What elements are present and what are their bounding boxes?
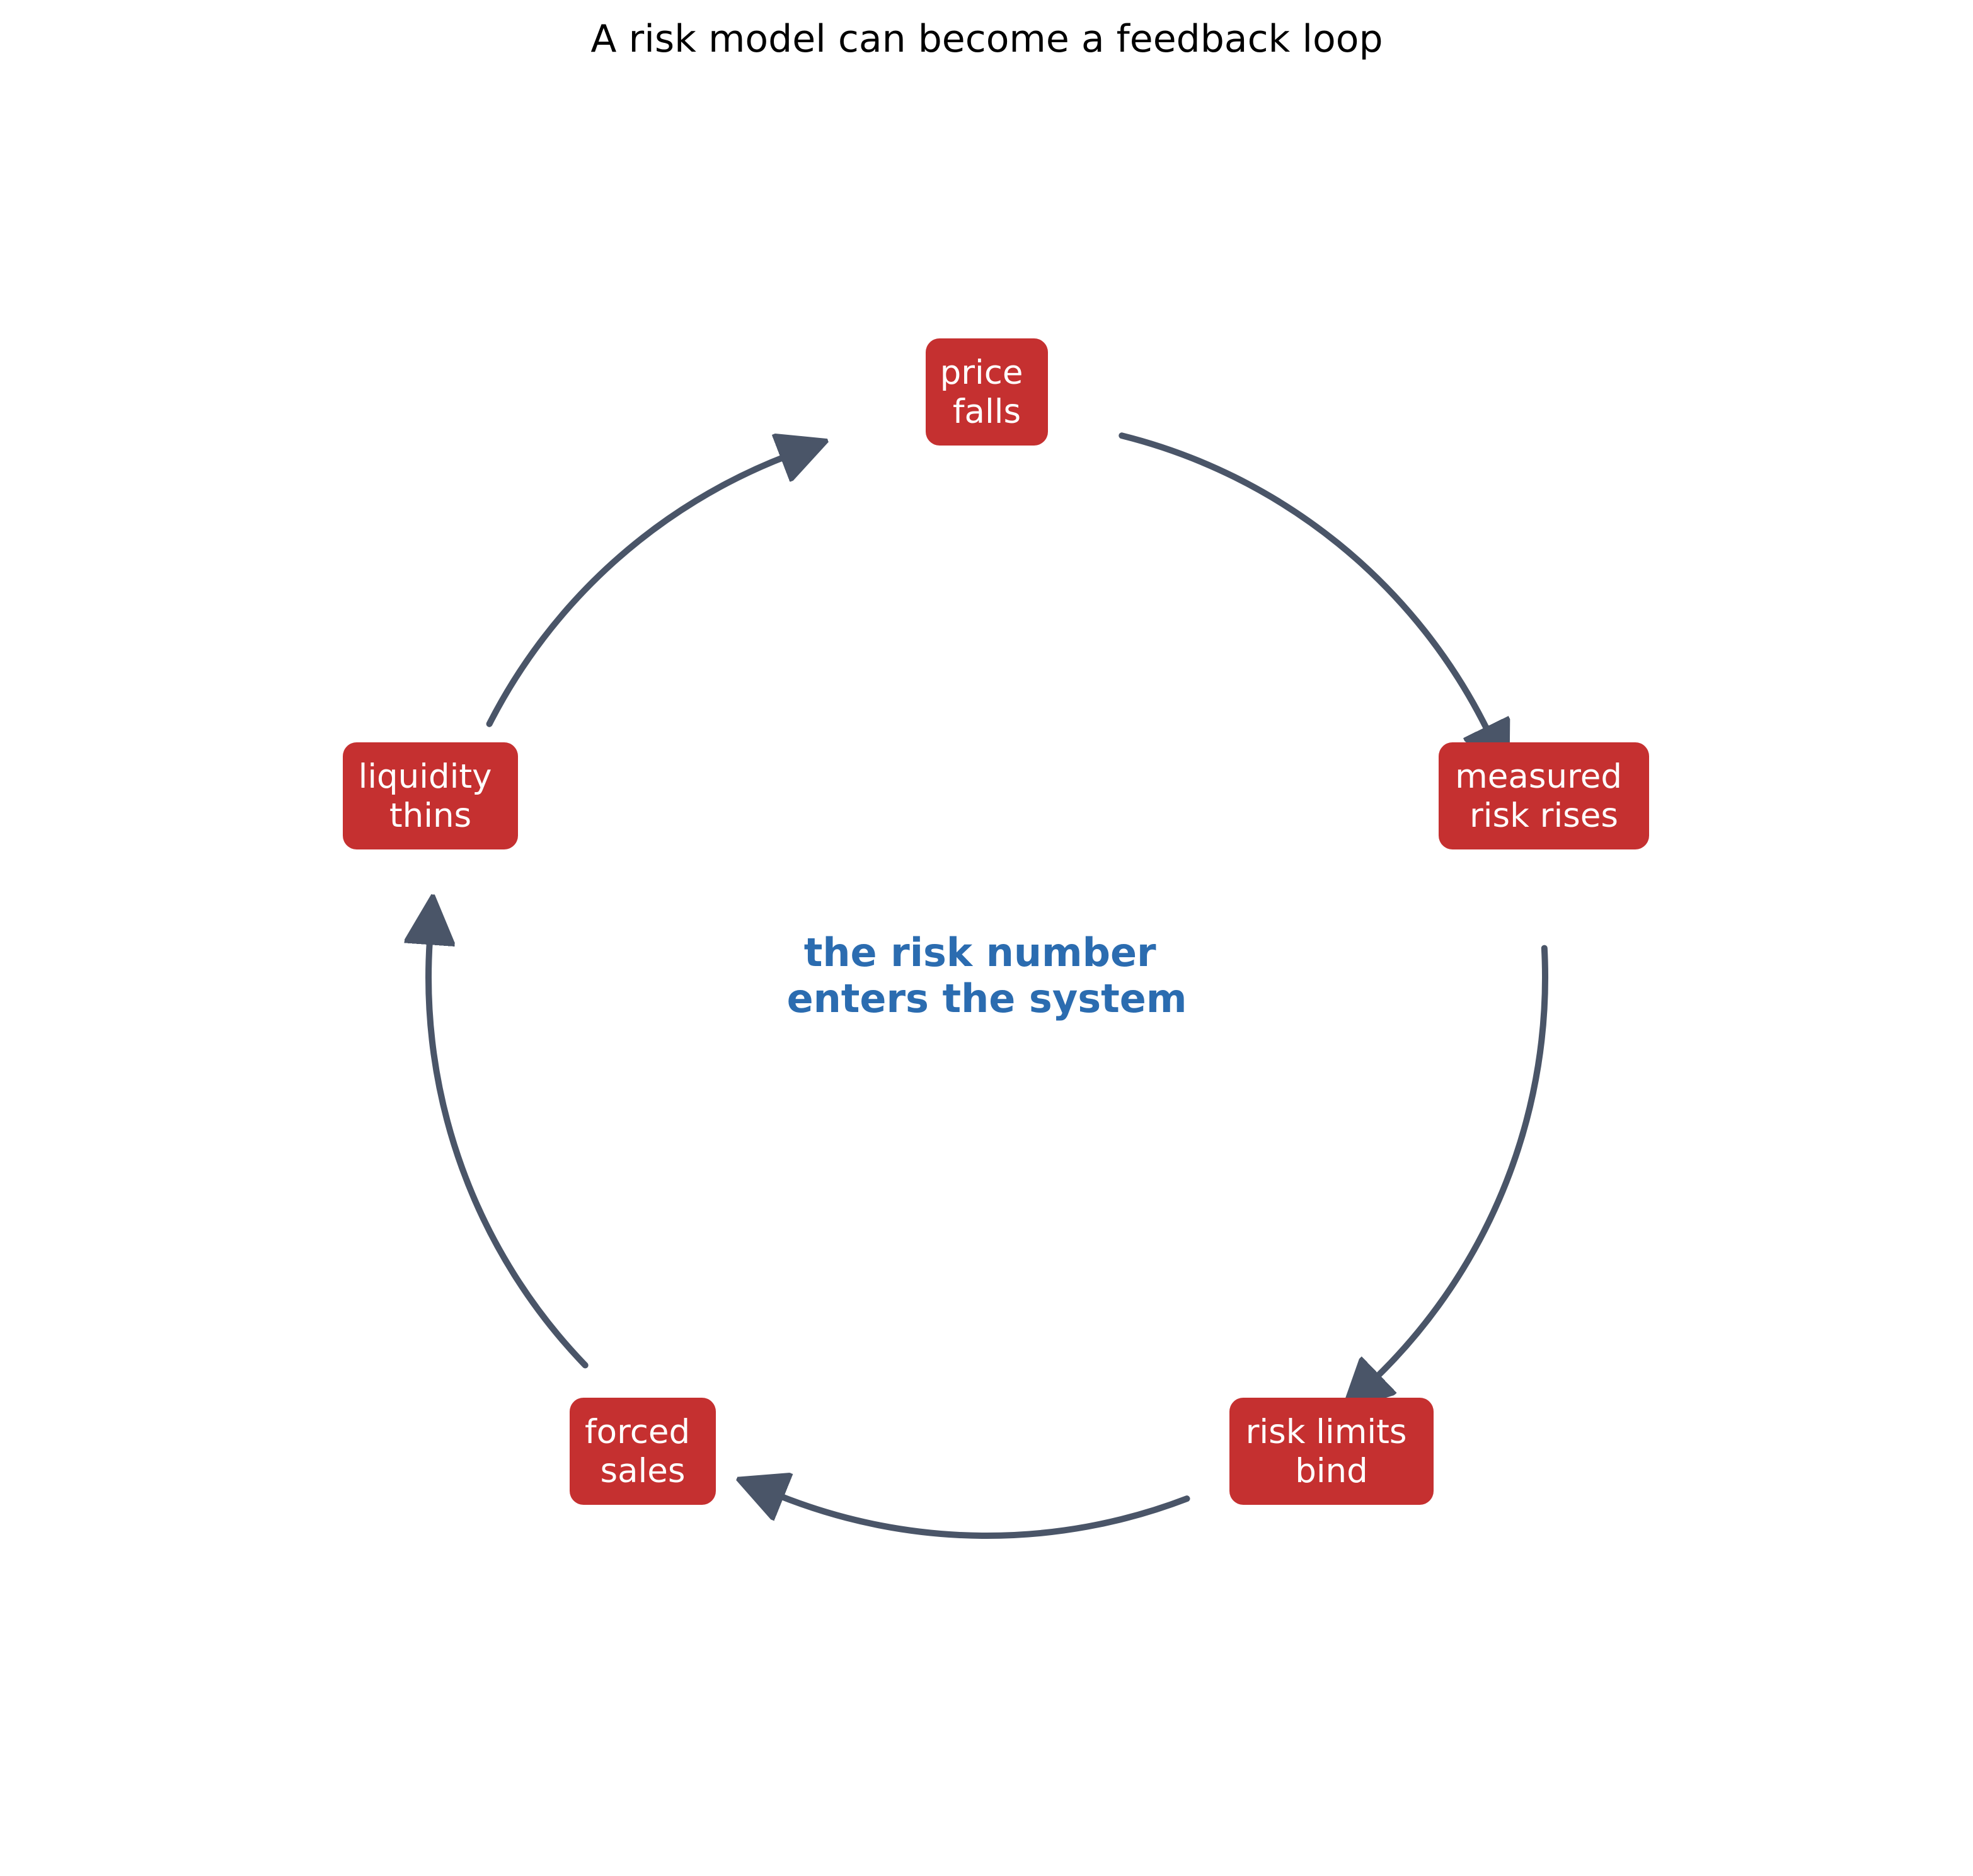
node-label-line-2: sales <box>600 1452 685 1490</box>
center-label-line-1: the risk number <box>804 929 1156 975</box>
node-box <box>1439 742 1649 849</box>
node-price-falls: price falls <box>926 338 1048 446</box>
node-label-line-2: thins <box>389 797 471 835</box>
edge-liquidity-to-price <box>486 456 787 727</box>
node-box <box>343 742 518 849</box>
node-liquidity-thins: liquidity thins <box>343 742 518 849</box>
node-forced-sales: forced sales <box>570 1398 716 1505</box>
node-label-line-1: forced <box>585 1413 690 1451</box>
svg-text:measured risk rises: measured risk rises <box>1455 757 1633 835</box>
svg-text:liquidity thins: liquidity thins <box>359 757 503 835</box>
node-label-line-1: measured <box>1455 757 1622 796</box>
nodes-layer: price falls measured risk rises risk lim… <box>343 338 1649 1505</box>
center-label: the risk number enters the system <box>787 929 1187 1021</box>
node-label-line-2: risk rises <box>1470 797 1618 835</box>
svg-text:forced sales: forced sales <box>585 1413 701 1490</box>
node-label-line-1: price <box>940 354 1023 392</box>
node-box <box>1229 1398 1434 1505</box>
node-label-line-2: falls <box>953 393 1021 431</box>
node-box <box>570 1398 716 1505</box>
edge-price-to-measured-risk <box>1119 432 1488 732</box>
node-measured-risk-rises: measured risk rises <box>1439 742 1649 849</box>
node-label-line-1: liquidity <box>359 757 492 796</box>
node-box <box>926 338 1048 446</box>
edge-forced-sales-to-liquidity <box>429 938 589 1369</box>
center-label-line-2: enters the system <box>787 975 1187 1021</box>
edge-measured-risk-to-risk-limits <box>1375 945 1549 1379</box>
edges-layer <box>429 432 1549 1539</box>
node-label-line-1: risk limits <box>1246 1413 1407 1451</box>
svg-text:risk limits bind: risk limits bind <box>1246 1413 1418 1490</box>
diagram-title: A risk model can become a feedback loop <box>590 17 1383 61</box>
node-risk-limits-bind: risk limits bind <box>1229 1398 1434 1505</box>
node-label-line-2: bind <box>1295 1452 1368 1490</box>
edge-risk-limits-to-forced-sales <box>778 1495 1190 1539</box>
svg-text:price falls: price falls <box>940 354 1034 431</box>
